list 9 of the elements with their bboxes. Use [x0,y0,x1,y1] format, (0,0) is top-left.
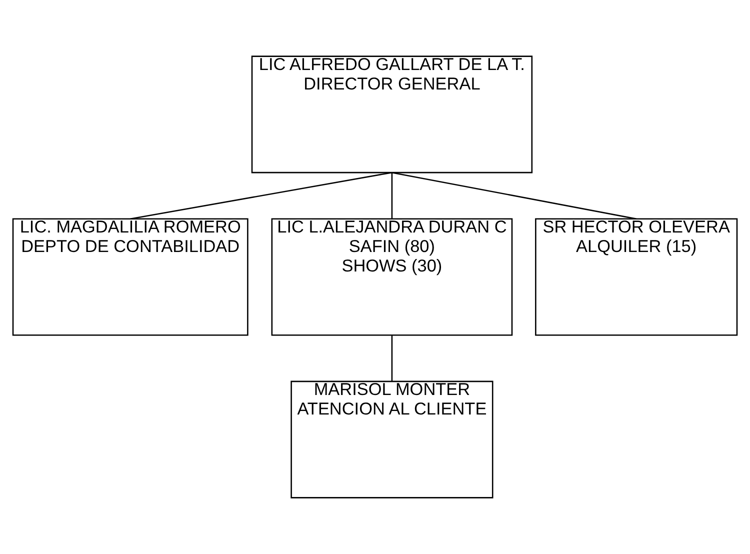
connector [391,335,393,382]
connector [130,172,392,220]
node-box: LIC ALFREDO GALLART DE LA T. DIRECTOR GENERAL [251,56,533,174]
node-box: LIC. MAGDALILIA ROMERO DEPTO DE CONTABILIDAD [12,218,248,336]
node-box: MARISOL MONTER ATENCION AL CLIENTE [290,380,494,498]
node-box: SR HECTOR OLEVERA ALQUILER (15) [535,218,738,336]
connector [391,172,393,219]
connector [392,172,636,220]
node-box: LIC L.ALEJANDRA DURAN C SAFIN (80) SHOWS (30) [271,218,513,336]
